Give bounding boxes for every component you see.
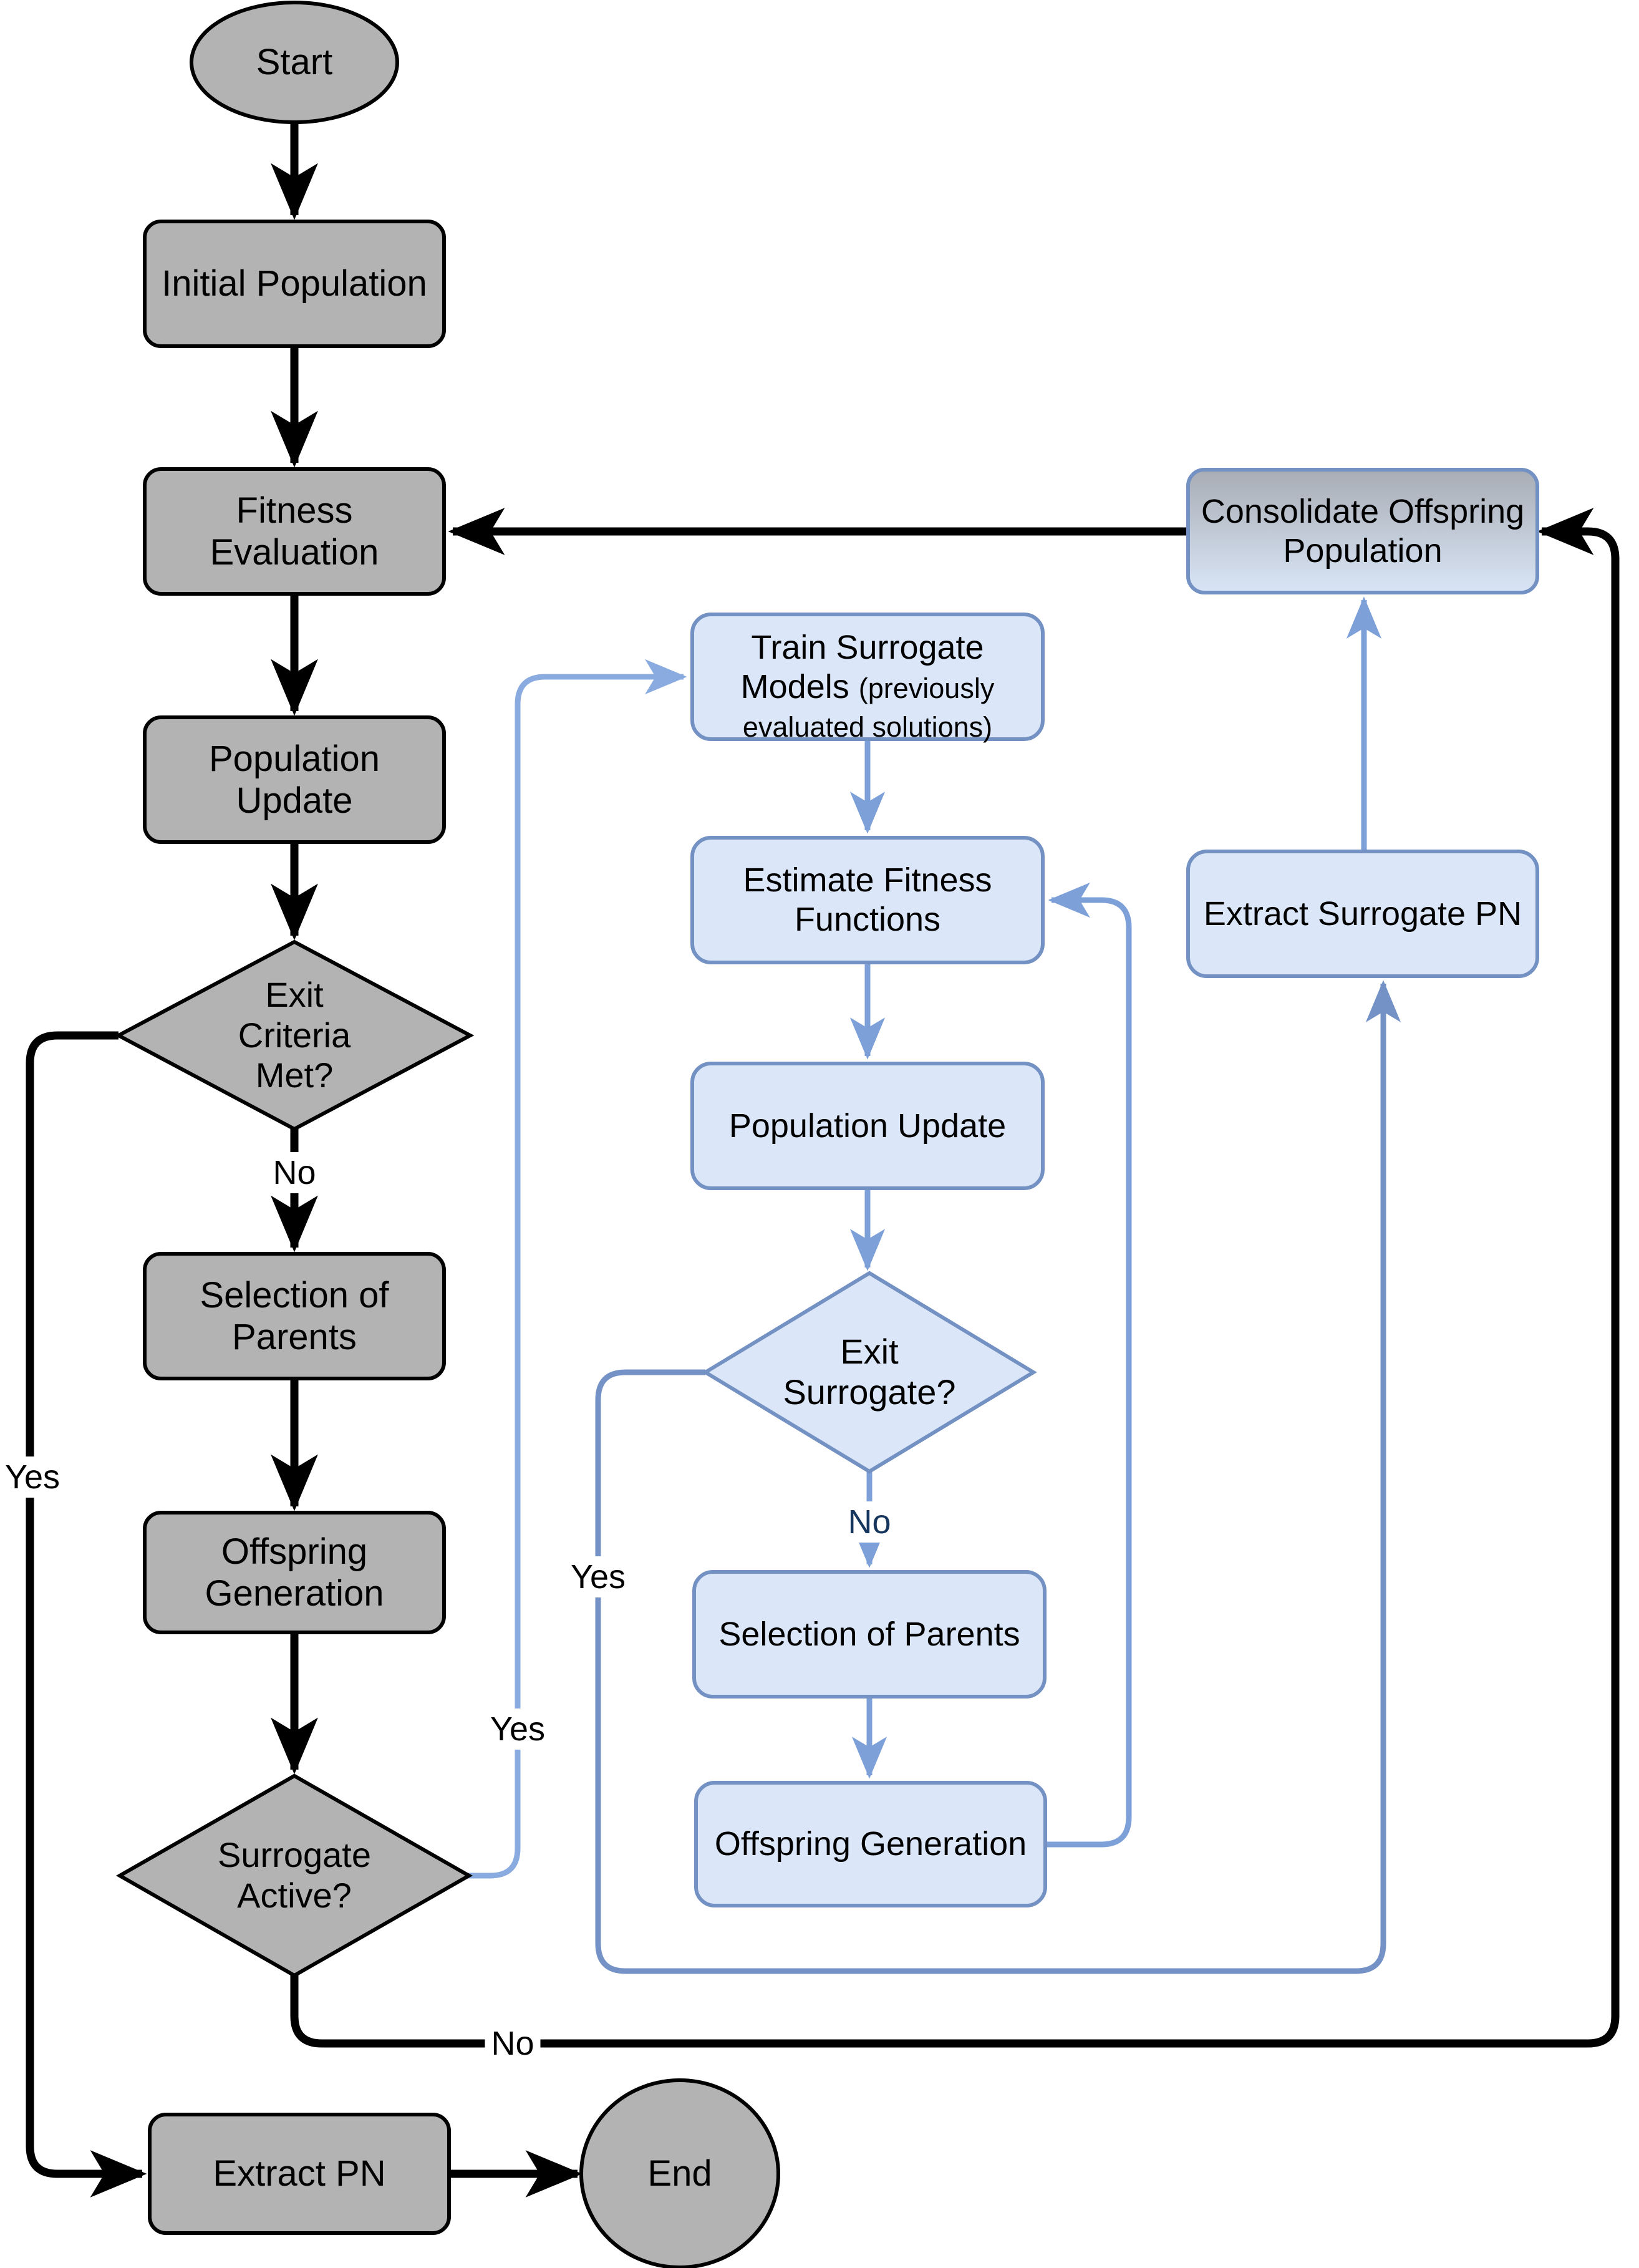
fitness-evaluation-node [143,467,446,596]
exit-criteria-diamond [114,939,475,1132]
edge-surrogate-active-yes-to-train-surrogate [467,659,687,1879]
edge-surrogate-active-no-to-consolidate [290,508,1620,2048]
edge-exit-criteria-yes-to-extract-pn [26,1031,147,2198]
offspring-generation-node [143,1511,446,1634]
surrogate-active-no-label: No [485,2023,541,2064]
train-surrogate-node [690,613,1045,741]
exit-surrogate-diamond [702,1271,1037,1474]
edge-exit-surrogate-yes-to-extract-surrogate-pn [595,980,1401,1974]
initial-population-node [143,220,446,348]
selection-of-parents-node [143,1252,446,1380]
estimate-fitness-node [690,836,1045,964]
edge-offspring-surrogate-loop-to-estimate-fitness [1045,882,1132,1848]
surrogate-active-diamond [115,1773,473,1978]
end-node [579,2078,780,2268]
start-node [190,1,399,124]
population-update-surrogate-node [690,1062,1045,1190]
exit-criteria-no-label: No [266,1152,322,1193]
selection-surrogate-node [692,1570,1047,1699]
consolidate-offspring-node [1186,468,1539,594]
extract-pn-node [148,2113,451,2235]
offspring-surrogate-node [694,1781,1047,1907]
population-update-node [143,715,446,844]
exit-surrogate-yes-label: Yes [564,1556,632,1597]
extract-surrogate-pn-node [1186,850,1539,978]
exit-surrogate-no-label: No [841,1501,897,1543]
exit-criteria-yes-label: Yes [0,1456,67,1498]
surrogate-active-yes-label: Yes [483,1708,552,1750]
